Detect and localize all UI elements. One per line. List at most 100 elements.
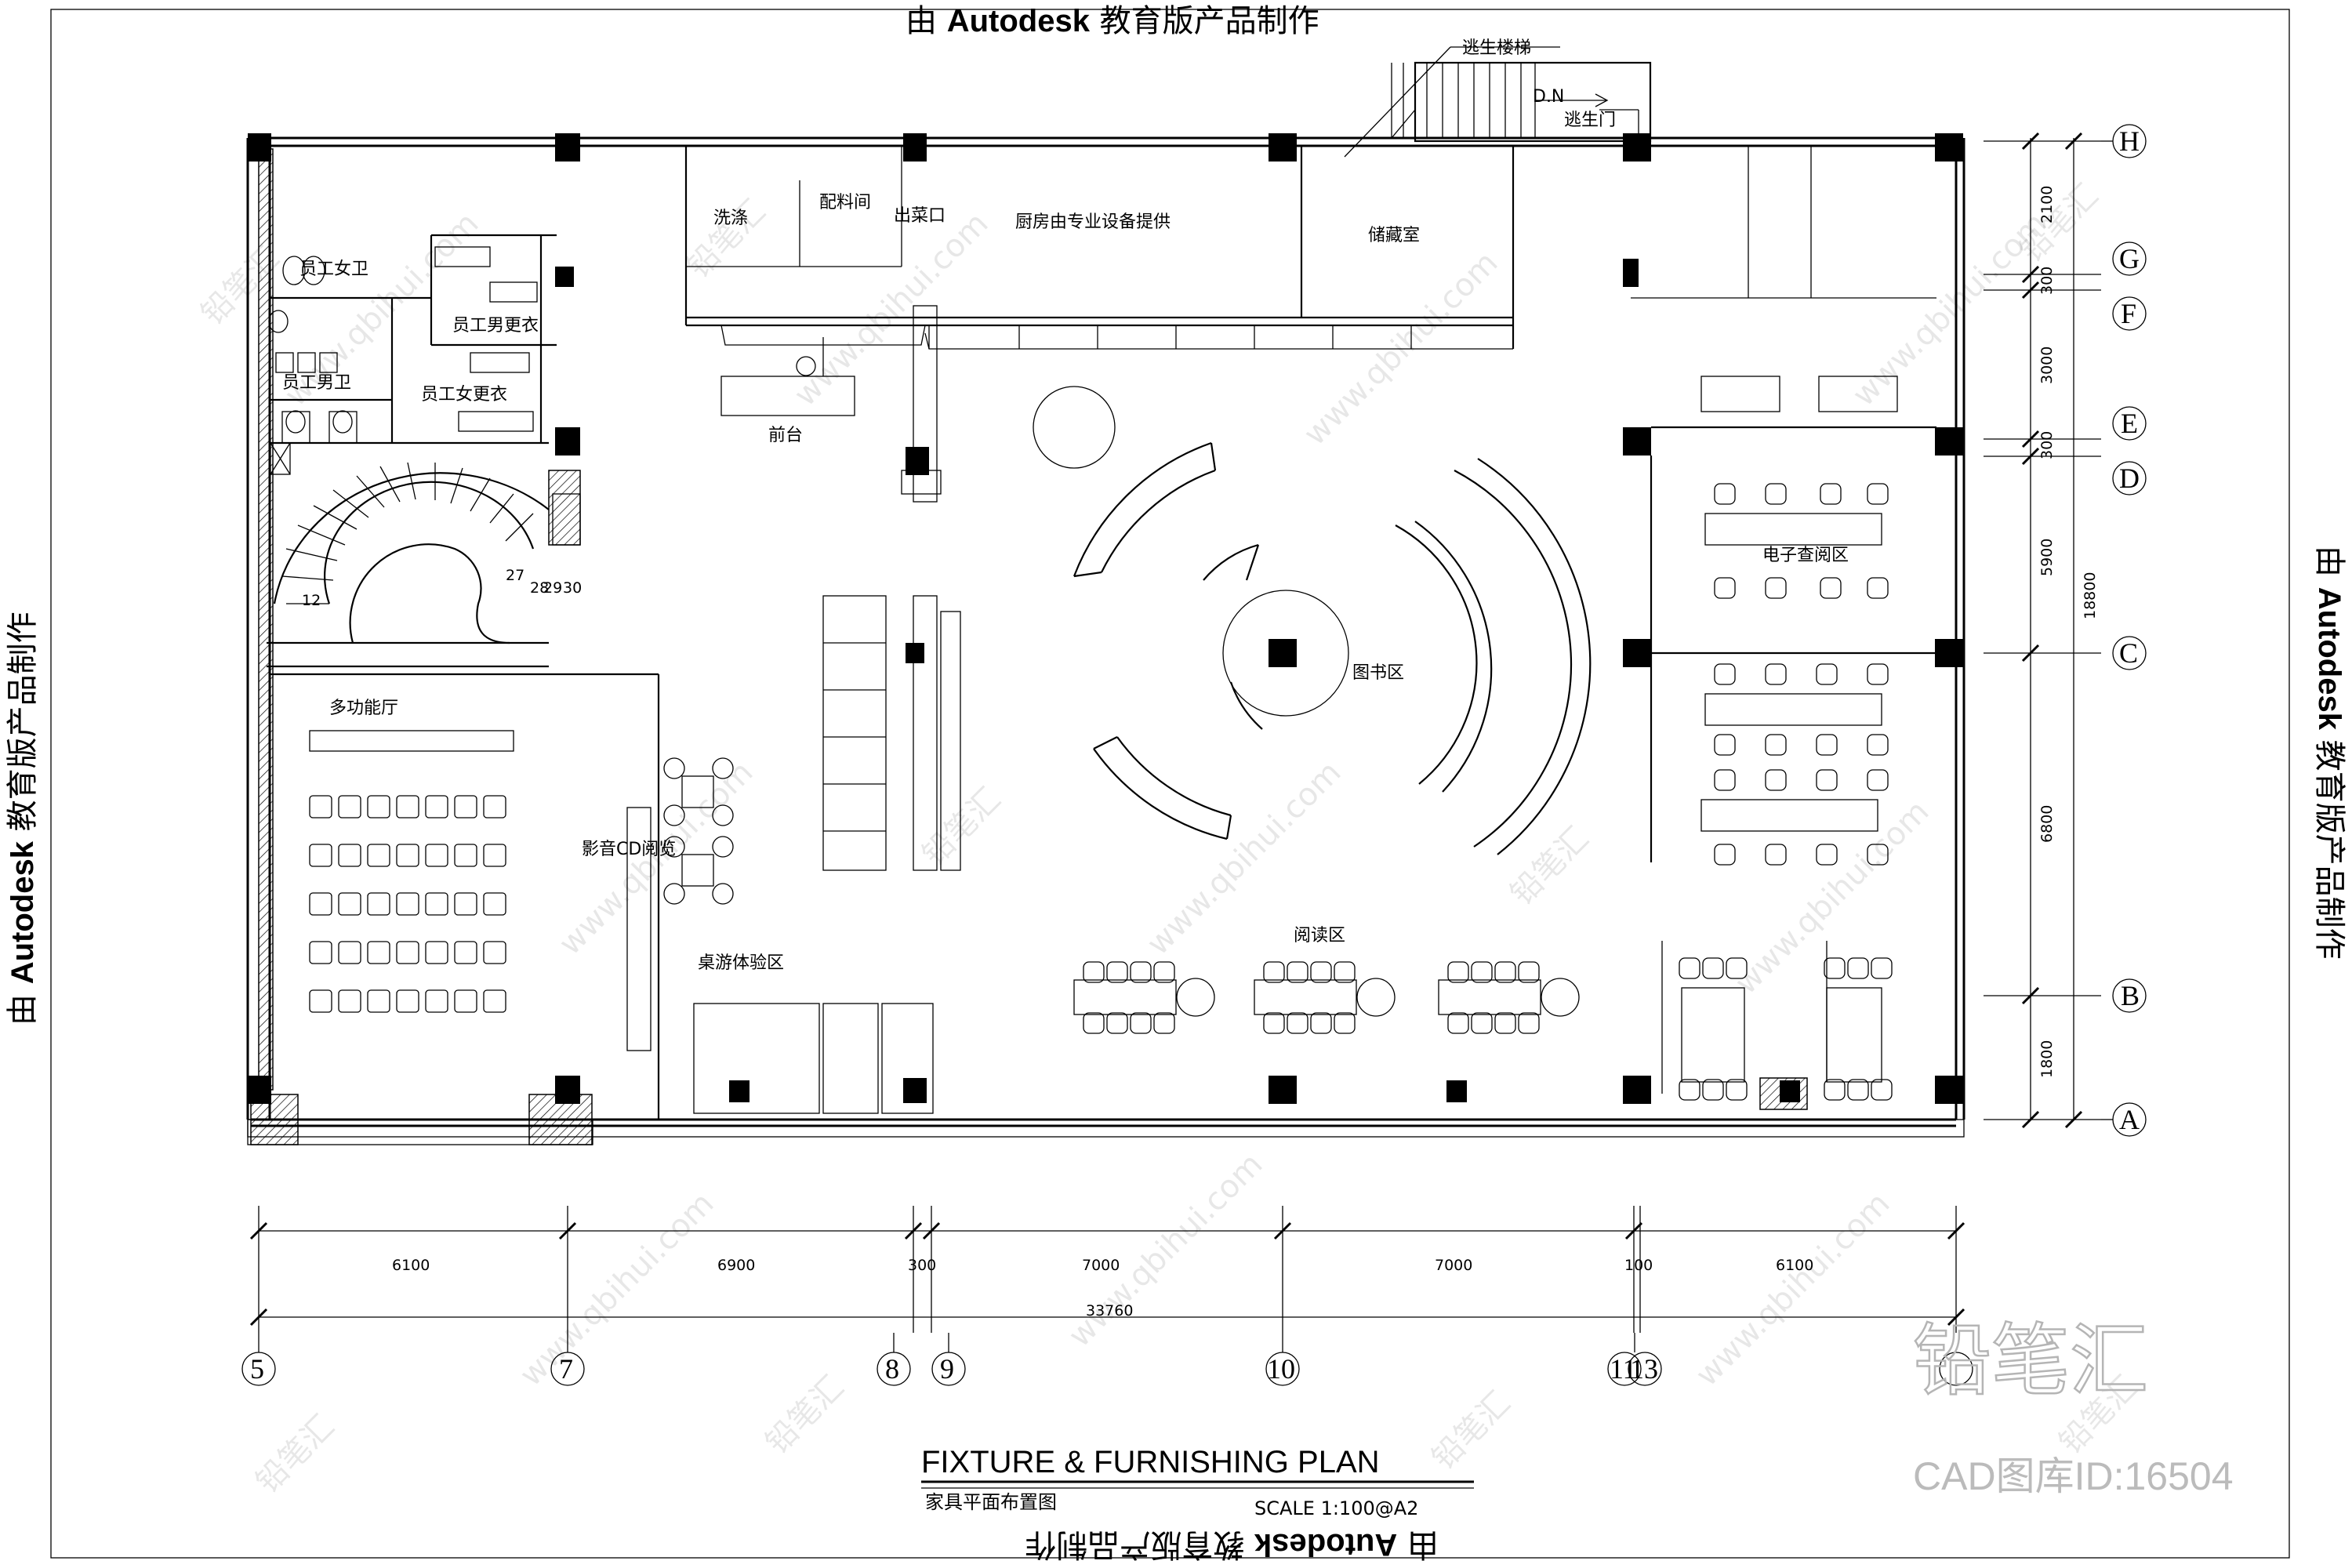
- hall-seat: [425, 989, 448, 1013]
- room-multi-hall: 多功能厅: [329, 699, 398, 718]
- hall-seat: [425, 844, 448, 867]
- hall-seat: [338, 892, 361, 916]
- chair-symbol: [1679, 957, 1700, 979]
- chair-symbol: [1765, 577, 1787, 599]
- chair-symbol: [1263, 961, 1285, 983]
- chair-symbol: [1714, 734, 1736, 756]
- chair-symbol: [1765, 734, 1787, 756]
- chair-symbol: [1871, 957, 1893, 979]
- chair-symbol: [1153, 1012, 1175, 1034]
- chair-symbol: [1494, 961, 1516, 983]
- chair-symbol: [1824, 1079, 1846, 1101]
- dim-h: 6100: [392, 1257, 430, 1274]
- watermark-url: www.qbihui.com: [1689, 1185, 1896, 1393]
- axis-label-g: G: [2119, 243, 2140, 274]
- axis-label-a: A: [2119, 1104, 2140, 1135]
- watermark-url: www.qbihui.com: [1728, 793, 1936, 1001]
- hall-seat: [309, 844, 332, 867]
- axis-label-c: C: [2119, 637, 2138, 669]
- axis-label-7: 7: [559, 1353, 573, 1385]
- chair-symbol: [1847, 1079, 1869, 1101]
- chair-symbol: [1867, 663, 1889, 685]
- room-reading: 阅读区: [1294, 926, 1345, 946]
- axis-label-13: 13: [1630, 1353, 1658, 1385]
- label-escape-door: 逃生门: [1564, 111, 1616, 130]
- hall-seat: [309, 989, 332, 1013]
- watermark-url: www.qbihui.com: [787, 205, 995, 413]
- hall-seat: [454, 795, 477, 818]
- dim-v: 6800: [2038, 805, 2056, 843]
- dim-v-total: 18800: [2082, 572, 2099, 619]
- chair-symbol: [1765, 844, 1787, 866]
- room-serving: 出菜口: [894, 206, 946, 226]
- watermark-name: 铅笔汇: [916, 781, 1007, 873]
- chair-symbol: [1106, 961, 1128, 983]
- room-board-game: 桌游体验区: [698, 953, 784, 973]
- chair-symbol: [1106, 1012, 1128, 1034]
- reception-desk: [720, 337, 1116, 469]
- room-kitchen: 厨房由专业设备提供: [1015, 212, 1171, 232]
- hall-seat: [338, 795, 361, 818]
- chair-symbol: [1871, 1079, 1893, 1101]
- room-storage: 储藏室: [1368, 226, 1420, 245]
- e-reading-area: [1631, 146, 1936, 862]
- hall-seat: [454, 844, 477, 867]
- dim-v: 1800: [2038, 1040, 2056, 1078]
- kitchen-block: [684, 146, 1515, 503]
- chair-symbol: [1867, 734, 1889, 756]
- chair-symbol: [1310, 961, 1332, 983]
- chair-symbol: [1867, 844, 1889, 866]
- label-escape-stair: 逃生楼梯: [1462, 38, 1531, 58]
- axis-label-f: F: [2121, 298, 2136, 329]
- chair-symbol: [1518, 1012, 1540, 1034]
- chair-symbol: [1765, 769, 1787, 791]
- hall-seat: [338, 941, 361, 964]
- watermark-name: 铅笔汇: [759, 1369, 851, 1461]
- chair-symbol: [1494, 1012, 1516, 1034]
- watermark-url: www.qbihui.com: [1062, 1146, 1269, 1354]
- chair-symbol: [1726, 1079, 1748, 1101]
- stair-number: 27: [506, 567, 524, 584]
- chair-symbol: [1447, 961, 1469, 983]
- axis-label-e: E: [2121, 408, 2138, 439]
- chair-symbol: [1471, 1012, 1493, 1034]
- watermark-url: www.qbihui.com: [513, 1185, 720, 1393]
- edu-stamp-bottom: 由 Autodesk 教育版产品制作: [1025, 1526, 1439, 1563]
- stair-number: 29: [543, 579, 562, 597]
- chair-symbol: [1471, 961, 1493, 983]
- dim-h: 100: [1624, 1257, 1653, 1274]
- chair-symbol: [1447, 1012, 1469, 1034]
- chair-symbol: [1816, 734, 1838, 756]
- chair-symbol: [1714, 577, 1736, 599]
- chair-symbol: [1824, 957, 1846, 979]
- dim-v: 300: [2038, 267, 2056, 295]
- hatch-stair-wall: [548, 470, 581, 546]
- hall-seat: [309, 892, 332, 916]
- chair-symbol: [1816, 663, 1838, 685]
- room-staff-female-wc: 员工女卫: [299, 260, 368, 279]
- chair-symbol: [1083, 1012, 1105, 1034]
- chair-symbol: [1816, 844, 1838, 866]
- stair-number: 12: [302, 592, 321, 609]
- hall-seat: [483, 892, 506, 916]
- room-staff-male-change: 员工男更衣: [452, 316, 539, 336]
- dim-h: 6100: [1776, 1257, 1813, 1274]
- hall-seat: [396, 892, 419, 916]
- dim-v: 3000: [2038, 347, 2056, 384]
- hall-seat: [483, 795, 506, 818]
- chair-symbol: [1310, 1012, 1332, 1034]
- hall-seat: [367, 795, 390, 818]
- chair-symbol: [1130, 961, 1152, 983]
- sheet-border: [50, 9, 2290, 1559]
- chair-symbol: [1867, 577, 1889, 599]
- chair-symbol: [1714, 663, 1736, 685]
- watermark-name: 铅笔汇: [1504, 820, 1595, 912]
- axis-label-d: D: [2119, 463, 2140, 494]
- hall-seat: [367, 892, 390, 916]
- axis-bubbles-horizontal: [241, 1333, 1973, 1386]
- dim-h: 7000: [1435, 1257, 1472, 1274]
- horizontal-dimension-lines: [249, 1206, 1965, 1333]
- stair-number: 28: [530, 579, 549, 597]
- chair-symbol: [1714, 769, 1736, 791]
